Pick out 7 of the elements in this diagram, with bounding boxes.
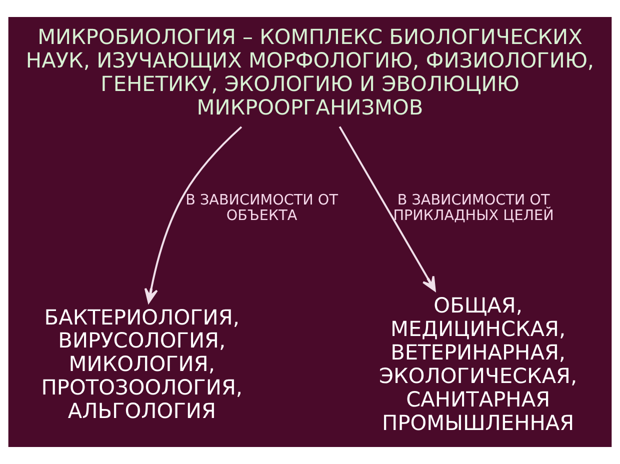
edge-label: В ЗАВИСИМОСТИ ОТ ОБЪЕКТА	[186, 192, 338, 224]
edge-label: В ЗАВИСИМОСТИ ОТ ПРИКЛАДНЫХ ЦЕЛЕЙ	[393, 192, 554, 224]
node-text: МИКРОБИОЛОГИЯ – КОМПЛЕКС БИОЛОГИЧЕСКИХ НАУК, ИЗУЧАЮЩИХ МОРФОЛОГИЮ, ФИЗИОЛОГИЮ, ГЕНЕТИКУ, ЭКОЛОГИЮ И ЭВОЛЮЦИЮ МИКРООРГАНИЗМОВ	[26, 25, 594, 120]
arrow	[144, 126, 242, 304]
node-text: ОБЩАЯ, МЕДИЦИНСКАЯ, ВЕТЕРИНАРНАЯ, ЭКОЛОГИЧЕСКАЯ, САНИТАРНАЯ ПРОМЫШЛЕННАЯ	[378, 294, 578, 435]
arrow	[338, 126, 436, 292]
node-text: БАКТЕРИОЛОГИЯ, ВИРУСОЛОГИЯ, МИКОЛОГИЯ, ПРОТОЗООЛОГИЯ, АЛЬГОЛОГИЯ	[41, 305, 243, 424]
